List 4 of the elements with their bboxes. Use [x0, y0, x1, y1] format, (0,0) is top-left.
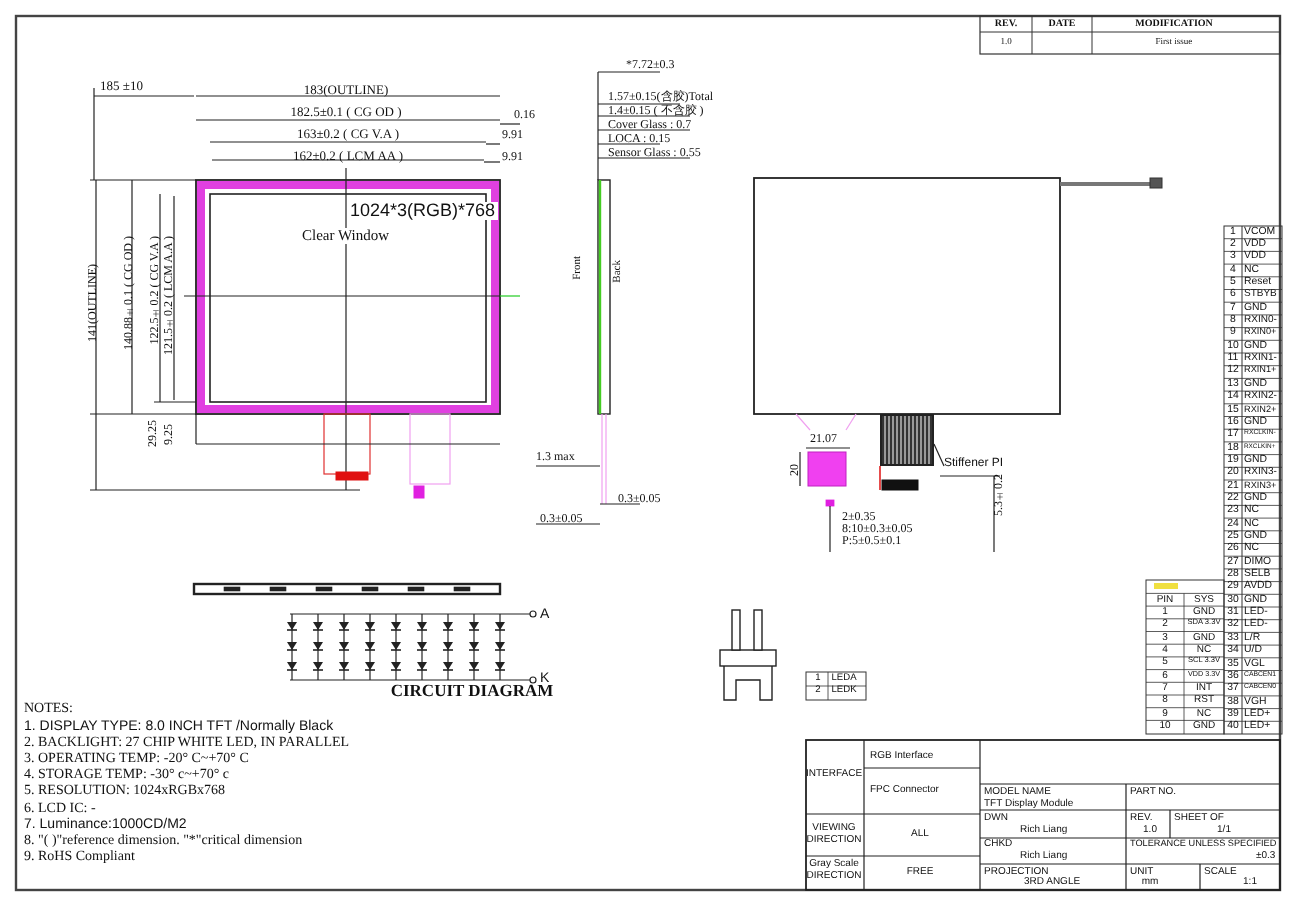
circuit-title: CIRCUIT DIAGRAM [390, 682, 554, 699]
leader-line [933, 443, 945, 467]
resolution-label: 1024*3(RGB)*768 [348, 202, 498, 220]
stiffener-part [880, 414, 934, 466]
